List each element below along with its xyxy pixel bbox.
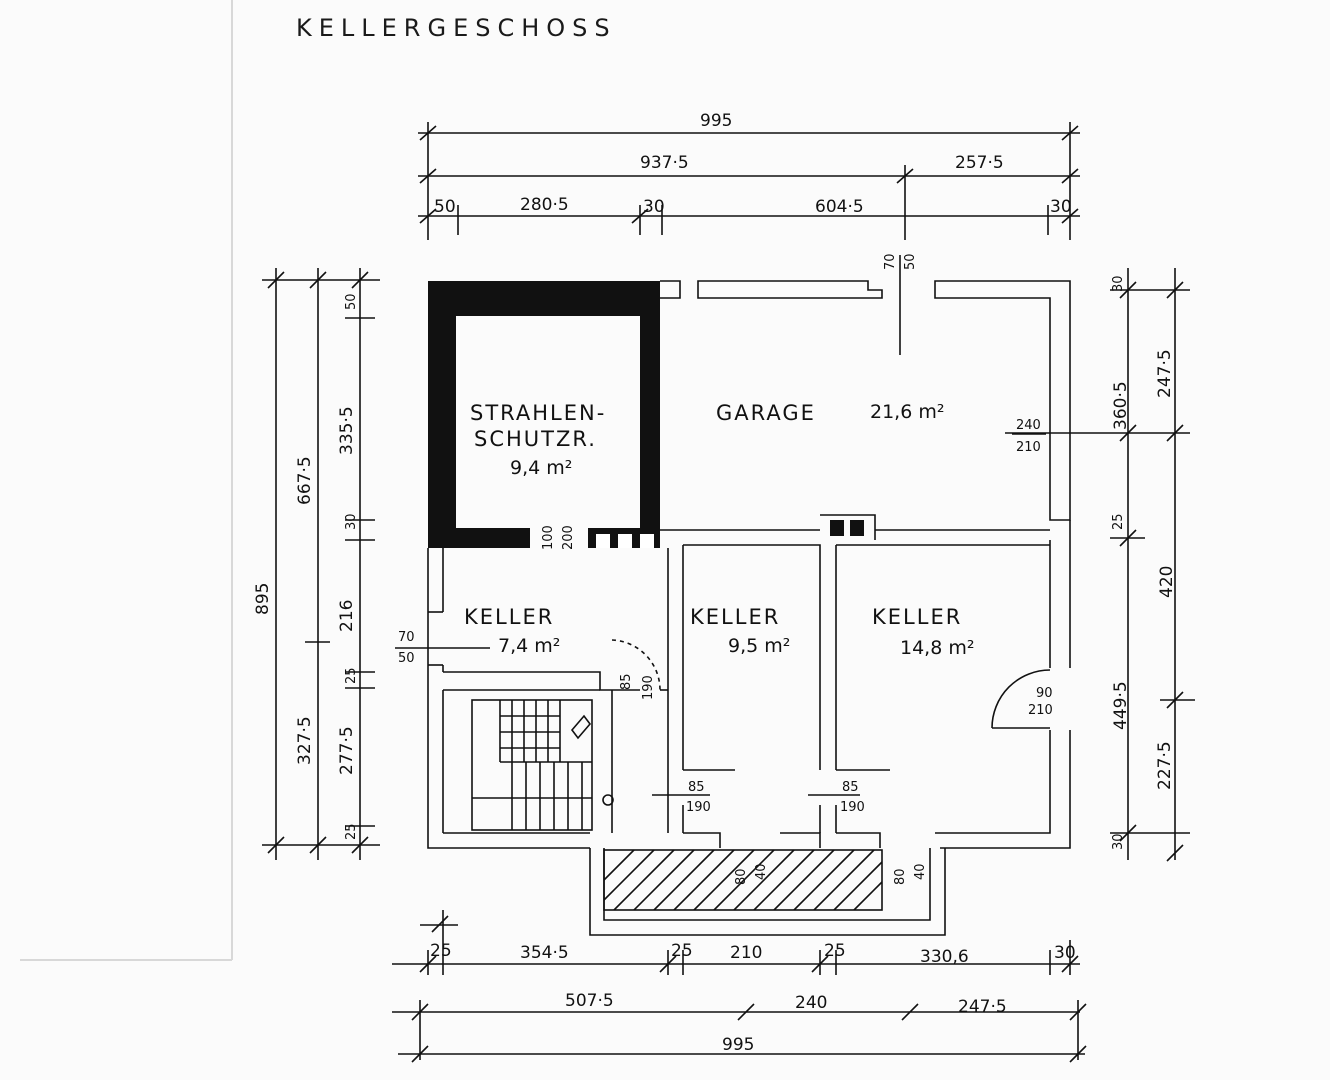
dim-top-row3-d: 604·5 — [815, 197, 864, 217]
dim-top-total: 995 — [700, 111, 732, 131]
dim-right-col1-c: 25 — [1111, 513, 1126, 530]
shelter-vent — [640, 534, 654, 548]
duct-block — [850, 520, 864, 536]
dim-left-col3-g: 25 — [344, 823, 359, 840]
plan-title: KELLERGESCHOSS — [296, 14, 617, 42]
keller-right-door-b: 190 — [840, 800, 865, 815]
keller-right-door-a: 85 — [842, 780, 859, 795]
dim-right-col1-d: 449·5 — [1111, 681, 1131, 730]
shelter-vent — [596, 534, 610, 548]
stair-door-a: 85 — [619, 673, 634, 690]
dim-right-col1-a: 30 — [1111, 275, 1126, 292]
dim-right-col2-a: 247·5 — [1155, 349, 1175, 398]
dim-top-row3-b: 280·5 — [520, 195, 569, 215]
dim-bottom-row1-g: 30 — [1054, 943, 1076, 963]
keller-right-area: 14,8 m² — [900, 637, 974, 659]
dim-top-row3-e: 30 — [1050, 197, 1072, 217]
keller-mid-door-a: 85 — [688, 780, 705, 795]
shelter-name-line1: STRAHLEN- — [470, 401, 606, 425]
dim-right-col1-e: 30 — [1111, 833, 1126, 850]
dim-left-col3-f: 277·5 — [337, 726, 357, 775]
shelter-door-a: 100 — [541, 525, 556, 550]
staircase — [471, 699, 614, 831]
dim-bottom-row2-a: 507·5 — [565, 991, 614, 1011]
bottom-dimension-chains: 25 354·5 25 210 25 330,6 30 507·5 240 24… — [392, 910, 1087, 1063]
stair-door-b: 190 — [641, 675, 656, 700]
dim-left-col3-e: 25 — [344, 667, 359, 684]
light-well-hatching — [603, 849, 883, 911]
shelter-area: 9,4 m² — [510, 457, 572, 479]
light-well-left-b: 40 — [754, 863, 769, 880]
garage-side-door-b: 210 — [1016, 440, 1041, 455]
dim-left-total: 895 — [253, 583, 273, 615]
light-well-right-b: 40 — [913, 863, 928, 880]
light-well-right-a: 80 — [893, 868, 908, 885]
keller-mid-name: KELLER — [690, 605, 780, 629]
dim-bottom-row1-a: 25 — [430, 941, 452, 961]
dim-top-row2-a: 937·5 — [640, 153, 689, 173]
garage-area: 21,6 m² — [870, 401, 944, 423]
dim-top-row2-b: 257·5 — [955, 153, 1004, 173]
room-labels: STRAHLEN- SCHUTZR. 9,4 m² GARAGE 21,6 m²… — [464, 401, 974, 659]
dim-top-row3-c: 30 — [643, 197, 665, 217]
dim-bottom-total: 995 — [722, 1035, 754, 1055]
garage-door-top-b: 50 — [903, 253, 918, 270]
dim-right-col1-b: 360·5 — [1111, 381, 1131, 430]
door-swings — [395, 255, 1110, 796]
garage-door-top-a: 70 — [883, 253, 898, 270]
light-well-left-a: 80 — [734, 868, 749, 885]
dim-bottom-row1-b: 354·5 — [520, 943, 569, 963]
dim-left-col2-b: 327·5 — [295, 716, 315, 765]
building-walls — [427, 280, 1071, 936]
keller-left-name: KELLER — [464, 605, 554, 629]
top-dimension-chains: 995 937·5 257·5 50 280·5 30 604·5 30 — [418, 111, 1080, 240]
keller-mid-area: 9,5 m² — [728, 635, 790, 657]
opening-annotations: 70 50 240 210 100 200 70 50 85 190 85 19… — [398, 253, 1053, 885]
dim-bottom-row2-b: 240 — [795, 993, 827, 1013]
shelter-door-b: 200 — [561, 525, 576, 550]
shelter-heavy-walls — [428, 281, 660, 548]
keller-right-window-a: 90 — [1036, 686, 1053, 701]
dim-bottom-row1-d: 210 — [730, 943, 762, 963]
dim-bottom-row1-e: 25 — [824, 941, 846, 961]
dim-top-row3-a: 50 — [434, 197, 456, 217]
dim-left-col3-d: 216 — [337, 600, 357, 632]
dim-left-col3-b: 335·5 — [337, 406, 357, 455]
keller-left-area: 7,4 m² — [498, 635, 560, 657]
dim-left-col3-c: 30 — [344, 513, 359, 530]
garage-name: GARAGE — [716, 401, 816, 425]
dim-bottom-row2-c: 247·5 — [958, 997, 1007, 1017]
dim-bottom-row1-c: 25 — [671, 941, 693, 961]
keller-left-window-b: 50 — [398, 651, 415, 666]
keller-mid-door-b: 190 — [686, 800, 711, 815]
dim-left-col3-a: 50 — [344, 293, 359, 310]
dim-right-col2-b: 420 — [1157, 566, 1177, 598]
keller-left-window-a: 70 — [398, 630, 415, 645]
duct-block — [830, 520, 844, 536]
right-dimension-chains: 30 360·5 25 449·5 30 247·5 420 227·5 — [1110, 268, 1195, 862]
dim-right-col2-c: 227·5 — [1155, 741, 1175, 790]
keller-right-name: KELLER — [872, 605, 962, 629]
shelter-name-line2: SCHUTZR. — [474, 427, 597, 451]
keller-right-window-b: 210 — [1028, 703, 1053, 718]
dim-left-col2-a: 667·5 — [295, 456, 315, 505]
left-dimension-chains: 895 667·5 327·5 50 335·5 30 216 25 277·5… — [253, 268, 380, 860]
shelter-vent — [618, 534, 632, 548]
garage-side-door-a: 240 — [1016, 418, 1041, 433]
dim-bottom-row1-f: 330,6 — [920, 947, 969, 967]
